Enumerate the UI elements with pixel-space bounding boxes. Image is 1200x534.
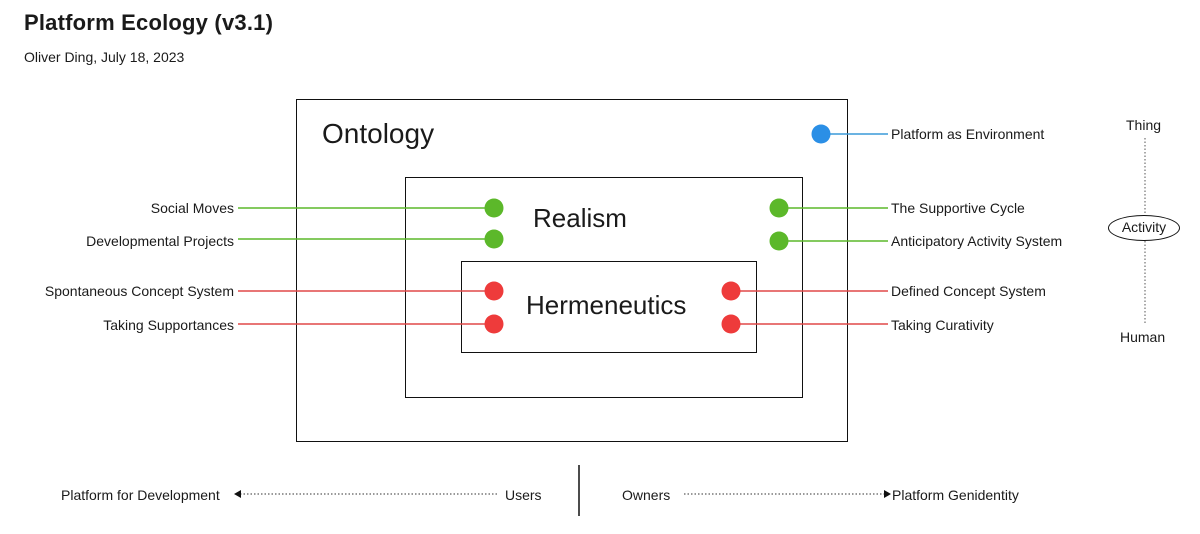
footer-users: Users <box>505 487 542 503</box>
label-defined-concept-system: Defined Concept System <box>891 283 1046 299</box>
page-title: Platform Ecology (v3.1) <box>24 10 274 35</box>
realism-label: Realism <box>533 203 627 233</box>
users-arrow-head <box>234 490 241 498</box>
scale-activity-label: Activity <box>1108 215 1180 241</box>
label-developmental-projects: Developmental Projects <box>86 233 234 249</box>
footer-owners: Owners <box>622 487 671 503</box>
label-spontaneous-concept-system: Spontaneous Concept System <box>44 283 234 299</box>
hermeneutics-box: Hermeneutics <box>461 261 757 353</box>
hermeneutics-label: Hermeneutics <box>526 290 687 320</box>
page-subtitle: Oliver Ding, July 18, 2023 <box>24 49 185 65</box>
owners-arrow-head <box>884 490 891 498</box>
label-taking-supportances: Taking Supportances <box>103 317 234 333</box>
scale-human-label: Human <box>1120 329 1166 345</box>
label-anticipatory-activity-system: Anticipatory Activity System <box>891 233 1063 249</box>
label-supportive-cycle: The Supportive Cycle <box>891 200 1025 216</box>
footer-platform-for-development: Platform for Development <box>61 487 220 503</box>
ontology-label: Ontology <box>322 118 435 149</box>
label-social-moves: Social Moves <box>150 200 234 216</box>
label-taking-curativity: Taking Curativity <box>891 317 994 333</box>
label-platform-as-environment: Platform as Environment <box>891 126 1045 142</box>
scale-thing-label: Thing <box>1126 117 1162 133</box>
footer-platform-genidentity: Platform Genidentity <box>892 487 1019 503</box>
